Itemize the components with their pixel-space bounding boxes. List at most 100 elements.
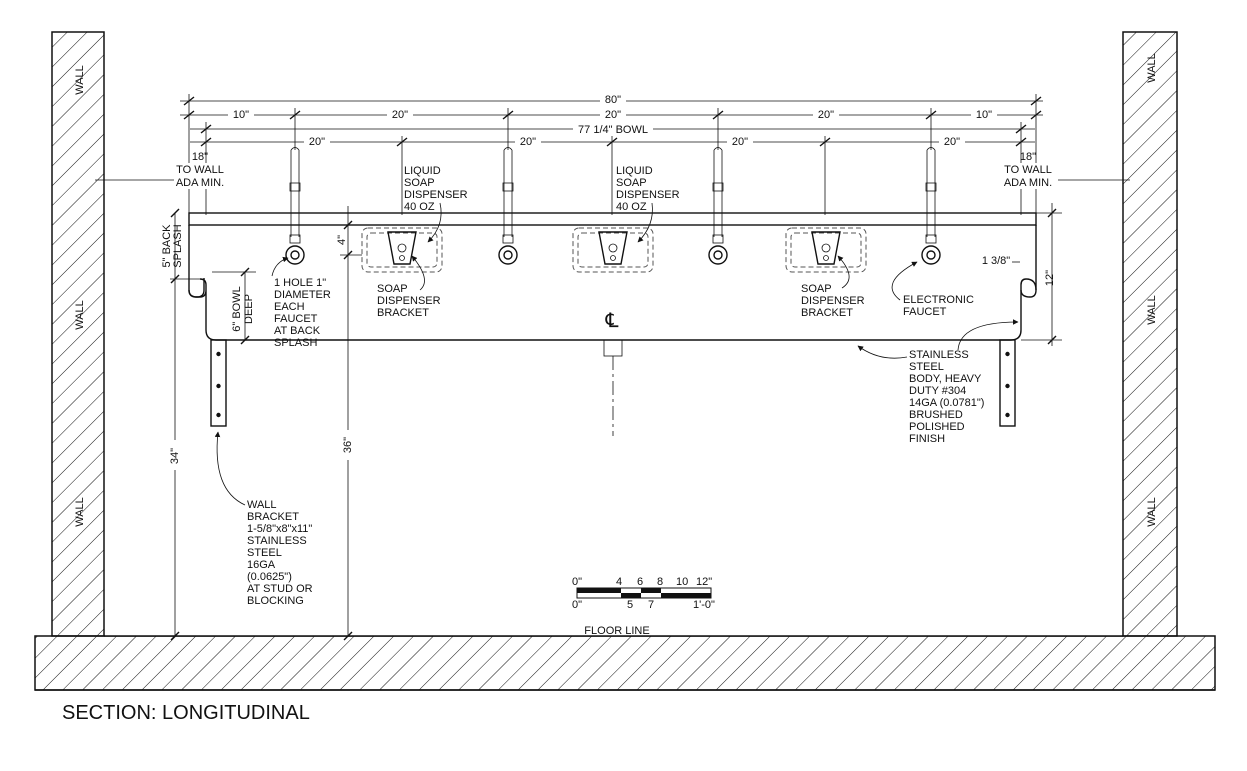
callout-bracket-1: SOAP DISPENSER BRACKET [377,255,441,319]
scale-top-0: 0" [572,576,582,588]
body-line1: STAINLESS [909,349,969,361]
bracket1-line2: DISPENSER [377,295,441,307]
to-wall-left-2: TO WALL [176,164,224,176]
callout-hole: 1 HOLE 1" DIAMETER EACH FAUCET AT BACK S… [271,256,331,349]
faucet-line1: ELECTRONIC [903,294,974,306]
callout-soap-1: LIQUID SOAP DISPENSER 40 OZ [404,165,468,243]
dimension-texts: 80" 10" 20" 20" 20" 10" 77 1/4" BOWL 20"… [174,92,1058,189]
bracket1-line1: SOAP [377,283,408,295]
hole-line5: AT BACK [274,325,321,337]
floor-slab [34,600,1216,691]
to-wall-right-2: TO WALL [1004,164,1052,176]
soap1-line3: DISPENSER [404,189,468,201]
section-title: SECTION: LONGITUDINAL [62,702,310,724]
bracket2-line1: SOAP [801,283,832,295]
callout-faucet: ELECTRONIC FAUCET [891,261,974,318]
dim-top-5: 10" [976,109,992,121]
faucet-2 [498,147,518,265]
body-line3: BODY, HEAVY [909,373,982,385]
body-line8: FINISH [909,433,945,445]
scale-bar: 0" 4 6 8 10 12" 0" 5 7 1'-0" [572,576,715,611]
drain-centerline: ℄ [603,310,623,436]
dim-second-2: 20" [520,136,536,148]
height-34: 34" [169,448,181,464]
wb-line9: BLOCKING [247,595,304,607]
soap2-line2: SOAP [616,177,647,189]
wb-line6: 16GA [247,559,276,571]
wall-label-left-top: WALL [74,65,86,95]
scale-bot-0: 0" [572,599,582,611]
wall-label-right-top: WALL [1146,53,1158,83]
faucet-3 [708,147,728,265]
wall-label-right-mid: WALL [1146,295,1158,325]
bowl-deep-2: DEEP [243,294,255,324]
callout-soap-2: LIQUID SOAP DISPENSER 40 OZ [616,165,680,243]
hole-line2: DIAMETER [274,289,331,301]
back-splash-2: SPLASH [172,224,184,267]
soap-dispensers [361,227,867,273]
body-line6: BRUSHED [909,409,963,421]
soap-dispenser-2 [572,227,654,273]
hole-line1: 1 HOLE 1" [274,277,326,289]
hole-line3: EACH [274,301,305,313]
bracket2-line3: BRACKET [801,307,853,319]
dim-top-1: 10" [233,109,249,121]
hole-line4: FAUCET [274,313,318,325]
wb-line3: 1-5/8"x8"x11" [247,523,312,535]
soap2-line4: 40 OZ [616,201,647,213]
callout-wall-bracket: WALL BRACKET 1-5/8"x8"x11" STAINLESS STE… [214,431,313,607]
body-line5: 14GA (0.0781") [909,397,984,409]
soap2-line1: LIQUID [616,165,653,177]
to-wall-left-1: 18" [192,151,208,163]
dim-second-3: 20" [732,136,748,148]
faucets [285,147,941,265]
vertical-dimensions: 5" BACK SPLASH 34" 6" BOWL DEEP 4" 36" 1… [161,203,1062,641]
height-36: 36" [342,437,354,453]
wall-label-right-bot: WALL [1146,497,1158,527]
dim-top-3: 20" [605,109,621,121]
wall-left [51,31,105,637]
scale-top-5: 12" [696,576,712,588]
wall-right [1122,31,1178,637]
bracket2-line2: DISPENSER [801,295,865,307]
soap-dispenser-1 [361,227,443,273]
body-line4: DUTY #304 [909,385,966,397]
scale-bot-1: 5 [627,599,633,611]
to-wall-right-3: ADA MIN. [1004,177,1052,189]
soap2-line3: DISPENSER [616,189,680,201]
wb-line7: (0.0625") [247,571,292,583]
faucet-1 [285,147,305,265]
wb-line4: STAINLESS [247,535,307,547]
wb-line8: AT STUD OR [247,583,313,595]
scale-bot-3: 1'-0" [693,599,715,611]
bracket1-line3: BRACKET [377,307,429,319]
callout-body: STAINLESS STEEL BODY, HEAVY DUTY #304 14… [857,319,1019,445]
to-wall-left-3: ADA MIN. [176,177,224,189]
bowl-deep-1: 6" BOWL [231,286,243,331]
dim-overall: 80" [605,94,621,106]
wall-bracket-left [210,339,227,427]
faucet-4 [921,147,941,265]
centerline-symbol: ℄ [605,310,619,332]
to-wall-right-1: 18" [1020,151,1036,163]
floor-line-label: FLOOR LINE [584,625,649,637]
scale-top-3: 8 [657,576,663,588]
wb-line1: WALL [247,499,277,511]
dim-second-4: 20" [944,136,960,148]
hole-line6: SPLASH [274,337,317,349]
dim-bowl: 77 1/4" BOWL [578,124,648,136]
wall-label-left-mid: WALL [74,300,86,330]
back-splash-1: 5" BACK [161,224,173,268]
dim-1-3-8: 1 3/8" [982,255,1010,267]
scale-bot-2: 7 [648,599,654,611]
soap1-line4: 40 OZ [404,201,435,213]
soap1-line1: LIQUID [404,165,441,177]
dim-top-4: 20" [818,109,834,121]
body-line2: STEEL [909,361,944,373]
callout-bracket-2: SOAP DISPENSER BRACKET [801,255,865,319]
soap-dispenser-3 [785,227,867,273]
dim-4in: 4" [336,235,348,245]
dim-second-1: 20" [309,136,325,148]
dim-12in: 12" [1044,270,1056,286]
